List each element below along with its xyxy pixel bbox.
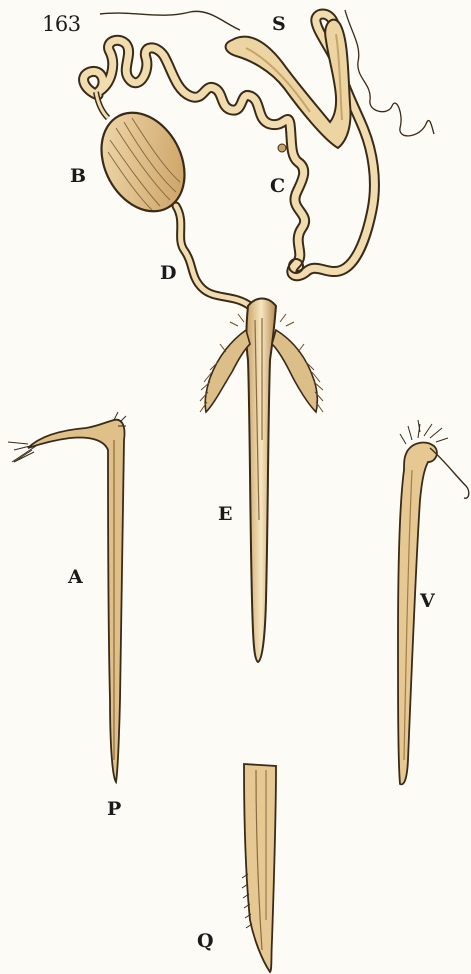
label-P: P [107, 800, 121, 819]
label-A: A [68, 568, 83, 587]
venom-gland-B [85, 92, 201, 226]
label-S: S [272, 15, 286, 34]
label-C: C [270, 177, 285, 196]
appendage-A [8, 412, 126, 782]
label-D: D [160, 264, 176, 283]
sting-E [200, 299, 323, 663]
label-E: E [218, 505, 232, 524]
sting-tip-Q [242, 764, 276, 972]
thread-line-left [100, 11, 240, 30]
label-Q: Q [197, 932, 214, 951]
label-B: B [70, 167, 86, 186]
label-V: V [420, 592, 435, 611]
figure-number: 163 [42, 14, 81, 35]
duct-D [176, 206, 250, 306]
